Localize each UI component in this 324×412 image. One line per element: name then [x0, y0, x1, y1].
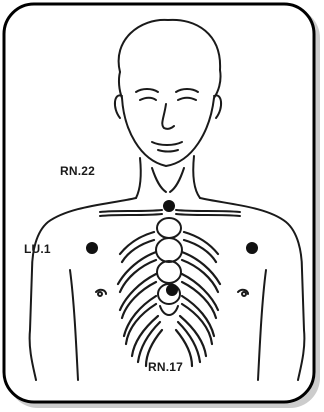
frame-border — [4, 4, 314, 402]
label-rn22: RN.22 — [60, 164, 95, 178]
point-rn22 — [163, 200, 175, 212]
label-rn17: RN.17 — [148, 360, 183, 374]
point-lu1-left — [86, 242, 98, 254]
point-rn17 — [166, 284, 178, 296]
point-lu1-right — [246, 242, 258, 254]
label-lu1: LU.1 — [24, 242, 51, 256]
